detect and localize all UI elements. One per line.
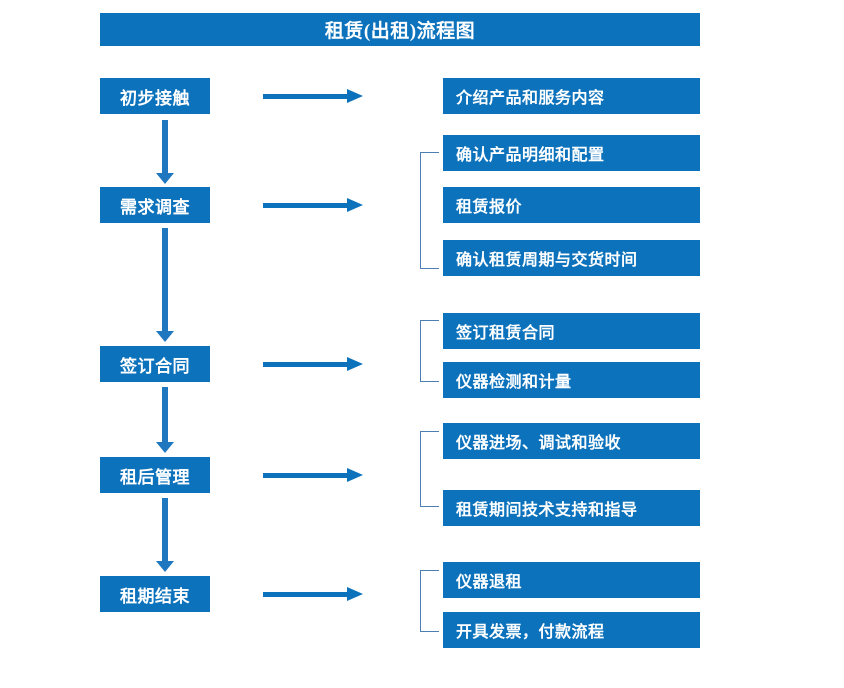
group-bracket-icon-4 (420, 431, 439, 507)
detail-box-9[interactable]: 仪器退租 (443, 562, 700, 598)
right-arrow-icon-1 (263, 89, 363, 103)
group-bracket-icon-5 (420, 570, 439, 632)
down-arrow-icon-1 (156, 120, 174, 184)
down-arrow-icon-3 (156, 387, 174, 453)
detail-box-4[interactable]: 确认租赁周期与交货时间 (443, 240, 700, 276)
detail-box-7[interactable]: 仪器进场、调试和验收 (443, 423, 700, 459)
group-bracket-icon-2 (420, 152, 439, 269)
page-title: 租赁(出租)流程图 (100, 13, 700, 46)
stage-box-1[interactable]: 初步接触 (100, 78, 210, 114)
detail-box-8[interactable]: 租赁期间技术支持和指导 (443, 490, 700, 526)
group-bracket-icon-3 (420, 320, 439, 382)
detail-box-2[interactable]: 确认产品明细和配置 (443, 135, 700, 171)
right-arrow-icon-3 (263, 357, 363, 371)
right-arrow-icon-5 (263, 587, 363, 601)
stage-box-5[interactable]: 租期结束 (100, 576, 210, 612)
detail-box-10[interactable]: 开具发票，付款流程 (443, 612, 700, 648)
detail-box-3[interactable]: 租赁报价 (443, 187, 700, 223)
stage-box-2[interactable]: 需求调查 (100, 187, 210, 223)
down-arrow-icon-4 (156, 498, 174, 572)
detail-box-5[interactable]: 签订租赁合同 (443, 313, 700, 349)
down-arrow-icon-2 (156, 228, 174, 342)
detail-box-1[interactable]: 介绍产品和服务内容 (443, 78, 700, 114)
right-arrow-icon-2 (263, 198, 363, 212)
right-arrow-icon-4 (263, 468, 363, 482)
stage-box-3[interactable]: 签订合同 (100, 346, 210, 382)
stage-box-4[interactable]: 租后管理 (100, 457, 210, 493)
detail-box-6[interactable]: 仪器检测和计量 (443, 362, 700, 398)
